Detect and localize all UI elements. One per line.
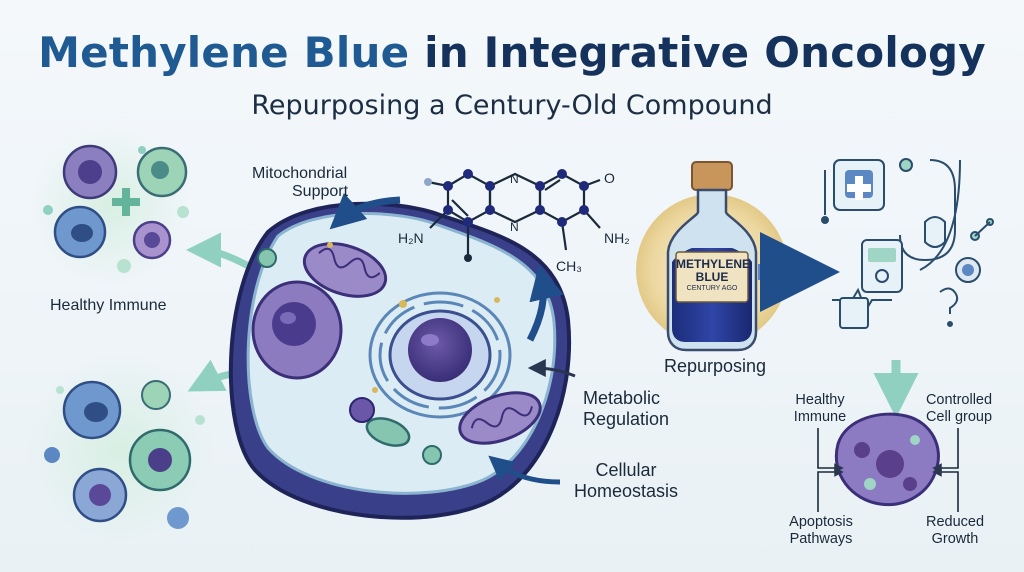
label-healthy-right-line1: Healthy — [795, 392, 845, 408]
label-reduced-line1: Reduced — [925, 514, 985, 530]
molecule-nh2: NH₂ — [604, 230, 630, 246]
title-accent: Methylene Blue — [38, 28, 410, 77]
virus-cell-teal-large — [128, 428, 192, 492]
molecule-atoms — [424, 169, 589, 262]
label-reduced-growth: Reduced Growth — [920, 514, 990, 547]
arrow-mitochondrial-support — [329, 192, 401, 230]
virus-cell-green — [136, 146, 188, 198]
arrow-to-healthy-immune — [186, 232, 254, 272]
virus-cell-purple — [62, 144, 118, 200]
round-cell-purple — [132, 220, 172, 260]
bottle-label-line1: METHYLENE — [676, 257, 751, 271]
virus-cell-purple-bottom — [72, 467, 128, 523]
label-cellular-line1: Cellular — [595, 460, 657, 480]
cell-group-connectors — [817, 428, 959, 512]
nucleus-left — [251, 280, 343, 380]
mitochondrion-bottom — [458, 391, 542, 445]
bottle-label-line3: CENTURY AGO — [686, 285, 738, 293]
plus-icon — [112, 188, 140, 216]
label-reduced-line2: Growth — [931, 530, 979, 547]
molecule-oxygen: O — [604, 170, 615, 186]
label-controlled-line1: Controlled — [925, 392, 993, 408]
page-title: Methylene Blue in Integrative Oncology — [0, 28, 1024, 77]
nucleus-right — [368, 291, 512, 419]
mitochondrion-small — [365, 417, 411, 447]
healthcare-icons — [821, 158, 994, 329]
molecule-h2n: H₂N — [398, 230, 424, 246]
title-rest: in Integrative Oncology — [409, 28, 986, 77]
immune-cell-cluster-top — [30, 125, 190, 285]
virus-cell-blue — [53, 205, 107, 259]
label-metabolic-line1: Metabolic — [583, 388, 661, 408]
label-controlled-line2: Cell group — [925, 408, 993, 425]
mitochondrion-top — [302, 242, 388, 298]
pointer-cellular-homeostasis — [488, 455, 561, 485]
label-controlled-cell-group: Controlled Cell group — [918, 392, 1000, 425]
label-metabolic-regulation: Metabolic Regulation — [583, 388, 669, 429]
controlled-cell-group — [834, 412, 940, 507]
label-metabolic-line2: Regulation — [583, 408, 670, 429]
label-mitochondrial-line1: Mitochondrial — [252, 165, 348, 182]
molecule-n-bottom: N — [510, 220, 519, 234]
label-healthy-immune-right: Healthy Immune — [788, 392, 852, 425]
label-repurposing: Repurposing — [664, 356, 767, 376]
central-cell — [228, 201, 571, 520]
molecule-n-top: N — [510, 172, 519, 186]
arrow-up-to-molecule — [526, 264, 564, 342]
pointer-metabolic-regulation — [527, 359, 576, 378]
virus-cell-green-small — [141, 380, 171, 410]
label-apoptosis-line1: Apoptosis — [789, 514, 853, 530]
label-mitochondrial-line2: Support — [292, 183, 349, 201]
methylene-blue-bottle — [636, 161, 788, 352]
label-apoptosis-line2: Pathways — [789, 530, 853, 547]
label-mitochondrial-support: Mitochondrial Support — [252, 165, 348, 202]
label-healthy-right-line2: Immune — [793, 408, 847, 425]
virus-cell-blue-large — [62, 380, 122, 440]
label-apoptosis-pathways: Apoptosis Pathways — [784, 514, 858, 547]
bottle-label-line2: BLUE — [695, 269, 729, 284]
label-cellular-homeostasis: Cellular Homeostasis — [566, 460, 686, 501]
label-healthy-immune-left: Healthy Immune — [50, 297, 167, 314]
molecule-ch3: CH₃ — [556, 258, 582, 274]
bottle-label: METHYLENE BLUE CENTURY AGO — [676, 257, 751, 293]
page-subtitle: Repurposing a Century-Old Compound — [251, 90, 773, 121]
immune-cell-cluster-bottom — [25, 355, 215, 545]
label-cellular-line2: Homeostasis — [573, 480, 679, 501]
